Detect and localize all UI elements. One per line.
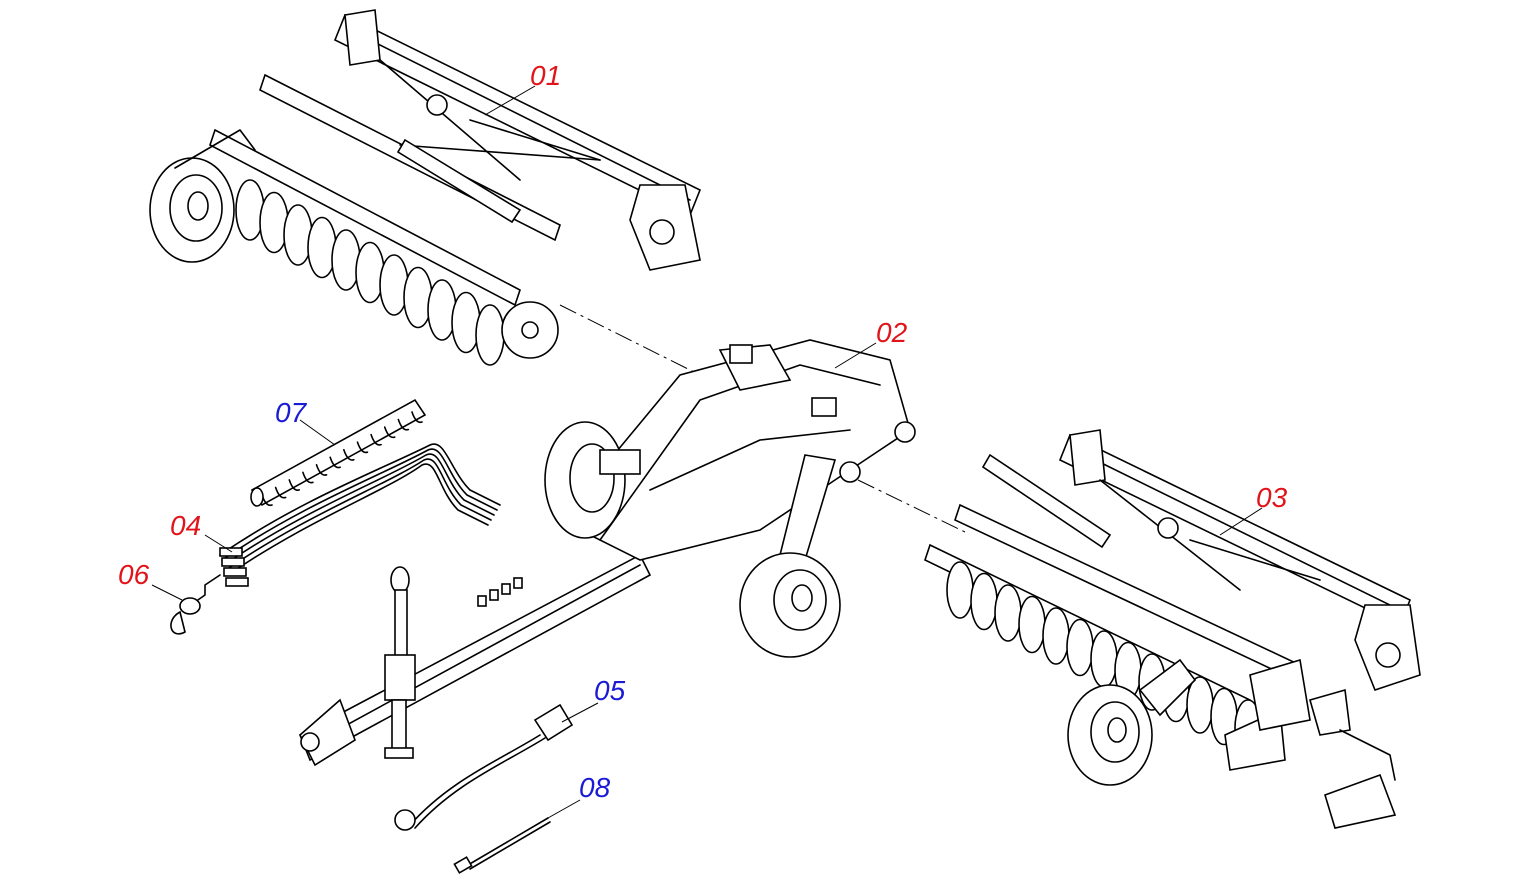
callout-05: 05 bbox=[594, 675, 626, 706]
cable-tie bbox=[453, 817, 551, 874]
disc-blade bbox=[1042, 607, 1070, 665]
spiral-ring bbox=[370, 433, 382, 446]
assembly-axis-upper bbox=[559, 304, 701, 376]
right-disc-section bbox=[924, 429, 1421, 829]
disc-blade bbox=[994, 584, 1022, 642]
spiral-hose-wrap bbox=[250, 398, 427, 507]
jack-stand bbox=[384, 566, 416, 759]
callout-06: 06 bbox=[118, 559, 150, 590]
spiral-ring bbox=[411, 411, 423, 424]
spiral-ring bbox=[288, 479, 301, 491]
callout-03: 03 bbox=[1256, 482, 1288, 513]
disc-blade bbox=[970, 572, 998, 631]
callout-08: 08 bbox=[579, 772, 611, 803]
assembly-axis-lower bbox=[857, 479, 966, 533]
spiral-ring bbox=[356, 441, 369, 454]
spiral-ring bbox=[343, 448, 355, 461]
disc-row-left bbox=[235, 179, 505, 366]
callout-07: 07 bbox=[275, 397, 308, 428]
lighting-plug bbox=[170, 574, 221, 635]
disc-blade bbox=[1018, 595, 1046, 654]
spiral-ring bbox=[274, 486, 287, 499]
spiral-ring bbox=[397, 418, 410, 431]
callout-01: 01 bbox=[530, 60, 561, 91]
central-frame bbox=[298, 339, 916, 767]
disc-blade bbox=[475, 304, 505, 366]
hose-couplers bbox=[219, 547, 249, 587]
callout-02: 02 bbox=[876, 317, 908, 348]
spiral-ring bbox=[329, 456, 341, 469]
spiral-ring bbox=[302, 471, 314, 484]
spiral-ring bbox=[383, 426, 396, 439]
disc-blade bbox=[1066, 618, 1094, 677]
leader-lines bbox=[151, 85, 1263, 819]
disc-blade bbox=[1090, 630, 1118, 688]
hydraulic-hose-bundle bbox=[219, 443, 501, 587]
callout-04: 04 bbox=[170, 510, 201, 541]
left-disc-section bbox=[149, 9, 702, 366]
disc-blade bbox=[1186, 676, 1214, 734]
disc-blade bbox=[946, 561, 974, 619]
spiral-ring bbox=[315, 464, 328, 476]
drawbar-clamps bbox=[477, 577, 523, 607]
safety-chain bbox=[394, 703, 574, 831]
